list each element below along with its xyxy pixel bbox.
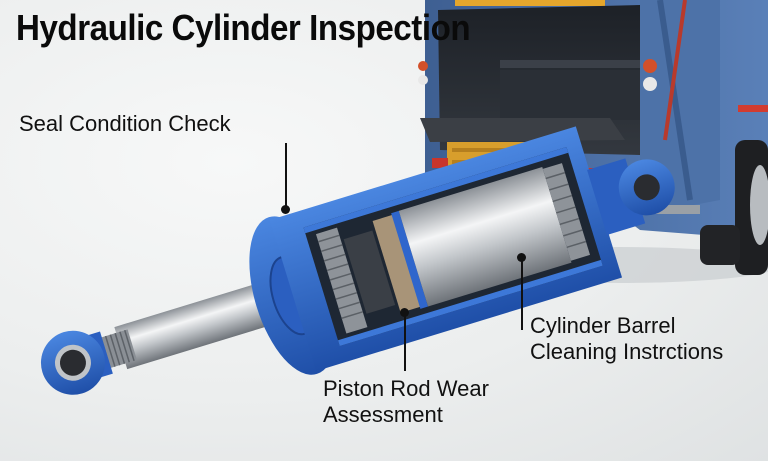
callout-cylinder-barrel-cleaning: Cylinder Barrel Cleaning Instrctions [530, 313, 723, 365]
callout-barrel-line2: Cleaning Instrctions [530, 339, 724, 364]
callout-barrel-line1: Cylinder Barrel [530, 313, 676, 338]
leader-dot-rod [400, 308, 409, 317]
leader-dot-seal [281, 205, 290, 214]
leader-line-seal [285, 143, 287, 208]
callout-piston-rod-wear: Piston Rod Wear Assessment [323, 376, 489, 428]
page-title: Hydraulic Cylinder Inspection [16, 7, 471, 48]
leader-line-rod [404, 313, 406, 371]
callout-rod-line1: Piston Rod Wear [323, 376, 489, 401]
callout-rod-line2: Assessment [323, 402, 443, 427]
leader-dot-barrel [517, 253, 526, 262]
leader-line-barrel [521, 258, 523, 330]
callout-seal-condition: Seal Condition Check [19, 111, 231, 136]
